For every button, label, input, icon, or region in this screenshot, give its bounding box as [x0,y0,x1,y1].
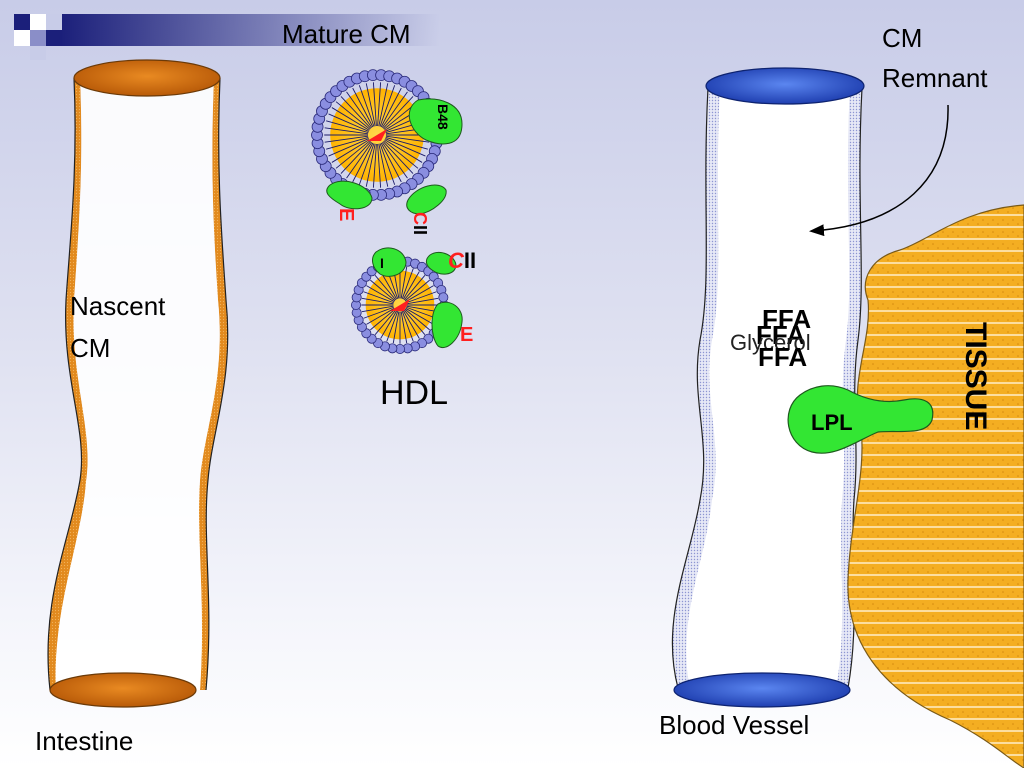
intestine-tube [47,59,229,708]
lpl-enzyme [787,385,934,454]
apo-i-hdl-label: I [380,255,384,271]
tissue-region [847,204,1024,768]
cm-remnant-label-line1: CM [882,23,923,53]
apo-cii-top-label: CII [410,212,430,235]
glycerol-label: Glycerol [730,330,811,355]
svg-text:CII: CII [410,212,430,235]
apo-b48-protein [408,98,463,145]
ffa-label-1: FFA [762,304,811,334]
apo-cii-mid-label: CII [448,248,476,273]
blood-vessel-label: Blood Vessel [659,710,810,740]
svg-text:CII: CII [448,248,476,273]
cm-remnant-label-line2: Remnant [882,63,988,93]
apo-cii-mid-protein [425,251,457,275]
blood-vessel-tube [671,67,865,708]
apo-e-hdl-protein [431,301,463,348]
hdl-particle [350,255,449,354]
apo-e-top-label: E [335,208,357,221]
apo-cii-top-protein [406,184,447,215]
mature-cm-label: Mature CM [282,19,411,49]
ffa-label-3: FFA [758,342,807,372]
tissue-label: TISSUE [959,322,992,430]
title-bar-decoration [14,14,440,60]
apo-b48-label: B48 [435,104,451,130]
nascent-cm-label-line1: Nascent [70,291,166,321]
remnant-arrow [809,104,949,237]
ffa-label-2: FFA [756,320,805,350]
apo-e-top-protein [326,180,373,210]
hdl-label: HDL [380,374,449,412]
nascent-cm-label-line2: CM [70,333,111,363]
intestine-label: Intestine [35,726,134,756]
apo-e-hdl-label: E [460,324,473,346]
apo-i-hdl-protein [372,247,407,277]
lpl-label: LPL [811,410,853,435]
